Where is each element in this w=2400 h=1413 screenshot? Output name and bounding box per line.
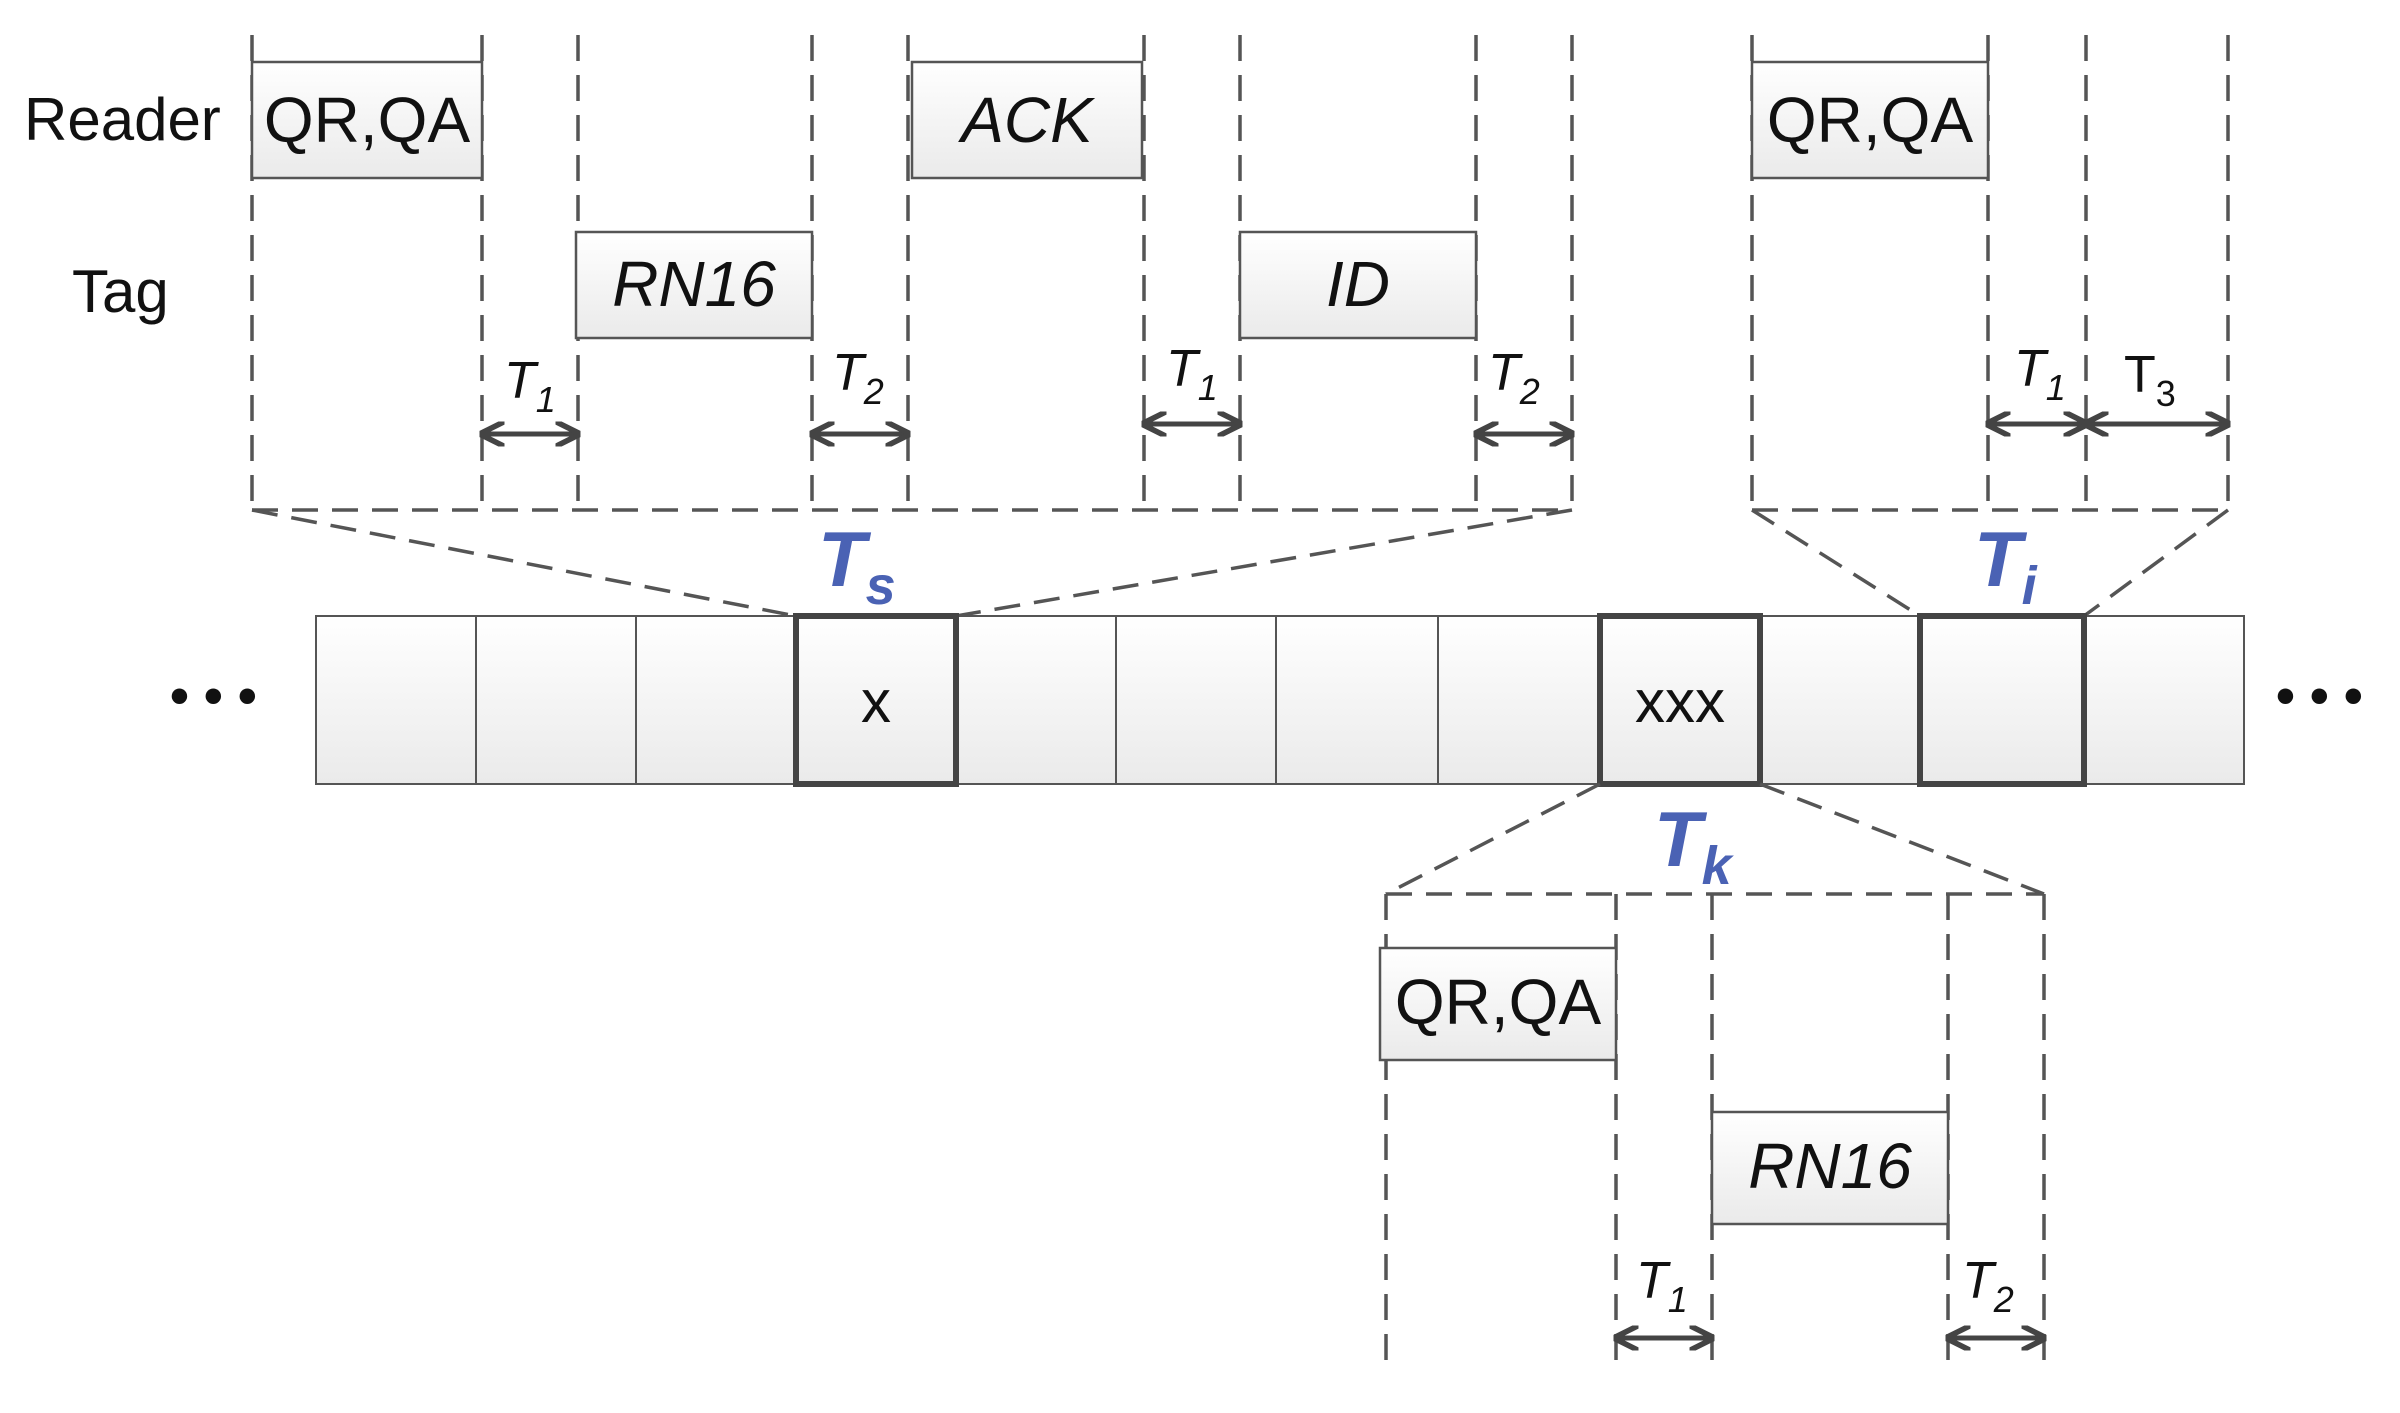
interval-label: T2: [1488, 344, 1540, 412]
slot-6: [1115, 615, 1277, 785]
slot-7: [1275, 615, 1439, 785]
tag-msg-box: [1710, 1110, 1950, 1226]
interval-label: T1: [2014, 340, 2066, 408]
slot-ti-highlight: [1917, 613, 2087, 787]
ts-callout: Ts: [818, 515, 896, 616]
tk-callout: Tk: [1654, 795, 1735, 896]
tag-msg-label: RN16: [612, 248, 776, 320]
zoom-line: [2082, 508, 2230, 618]
top-right-expansion: QR,QA T1 T3: [1750, 35, 2228, 512]
zoom-line: [1759, 782, 2045, 896]
interval-label: T2: [1962, 1252, 2014, 1320]
tag-msg-label: RN16: [1748, 1130, 1912, 1202]
tag-msg-label: ID: [1326, 248, 1390, 320]
interval-label: T1: [504, 352, 556, 420]
slot-ts-highlight: [793, 613, 959, 787]
tag-msg-box: [1238, 230, 1478, 340]
interval-label: T3: [2124, 346, 2176, 414]
reader-msg-box: [250, 60, 484, 180]
slot-tk-label: xxx: [1635, 668, 1725, 735]
zoom-line: [1751, 508, 1921, 618]
slot-2: [475, 615, 637, 785]
ti-callout: Ti: [1974, 515, 2038, 616]
interval-label: T1: [1636, 1252, 1688, 1320]
slot-3: [635, 615, 797, 785]
slot-ts-label: x: [861, 668, 891, 735]
reader-row-label: Reader: [24, 86, 221, 153]
interval-label: T2: [832, 344, 884, 412]
tag-row-label: Tag: [72, 258, 169, 325]
ellipsis-left: • • •: [170, 666, 257, 726]
reader-msg-label: ACK: [957, 84, 1096, 156]
slot-10: [1759, 615, 1921, 785]
bottom-expansion: QR,QA RN16 T1 T2: [1378, 892, 2044, 1370]
reader-msg-label: QR,QA: [1767, 84, 1974, 156]
reader-msg-label: QR,QA: [264, 84, 471, 156]
ellipsis-right: • • •: [2276, 666, 2363, 726]
slot-8: [1437, 615, 1601, 785]
zoom-line: [251, 508, 797, 618]
slot-strip: • • • • • • x xxx: [170, 613, 2363, 787]
slot-5: [955, 615, 1117, 785]
reader-msg-box: [1378, 946, 1618, 1062]
slot-12: [2083, 615, 2245, 785]
interval-label: T1: [1166, 340, 1218, 408]
top-left-expansion: QR,QA ACK RN16 ID T1 T2 T1 T2: [250, 35, 1572, 512]
slot-tk-highlight: [1597, 613, 1763, 787]
zoom-line: [955, 508, 1573, 618]
reader-msg-box: [910, 60, 1144, 180]
slot-1: [315, 615, 477, 785]
reader-msg-label: QR,QA: [1395, 966, 1602, 1038]
zoom-line: [1385, 782, 1601, 896]
tag-msg-box: [574, 230, 814, 340]
reader-msg-box: [1750, 60, 1990, 180]
